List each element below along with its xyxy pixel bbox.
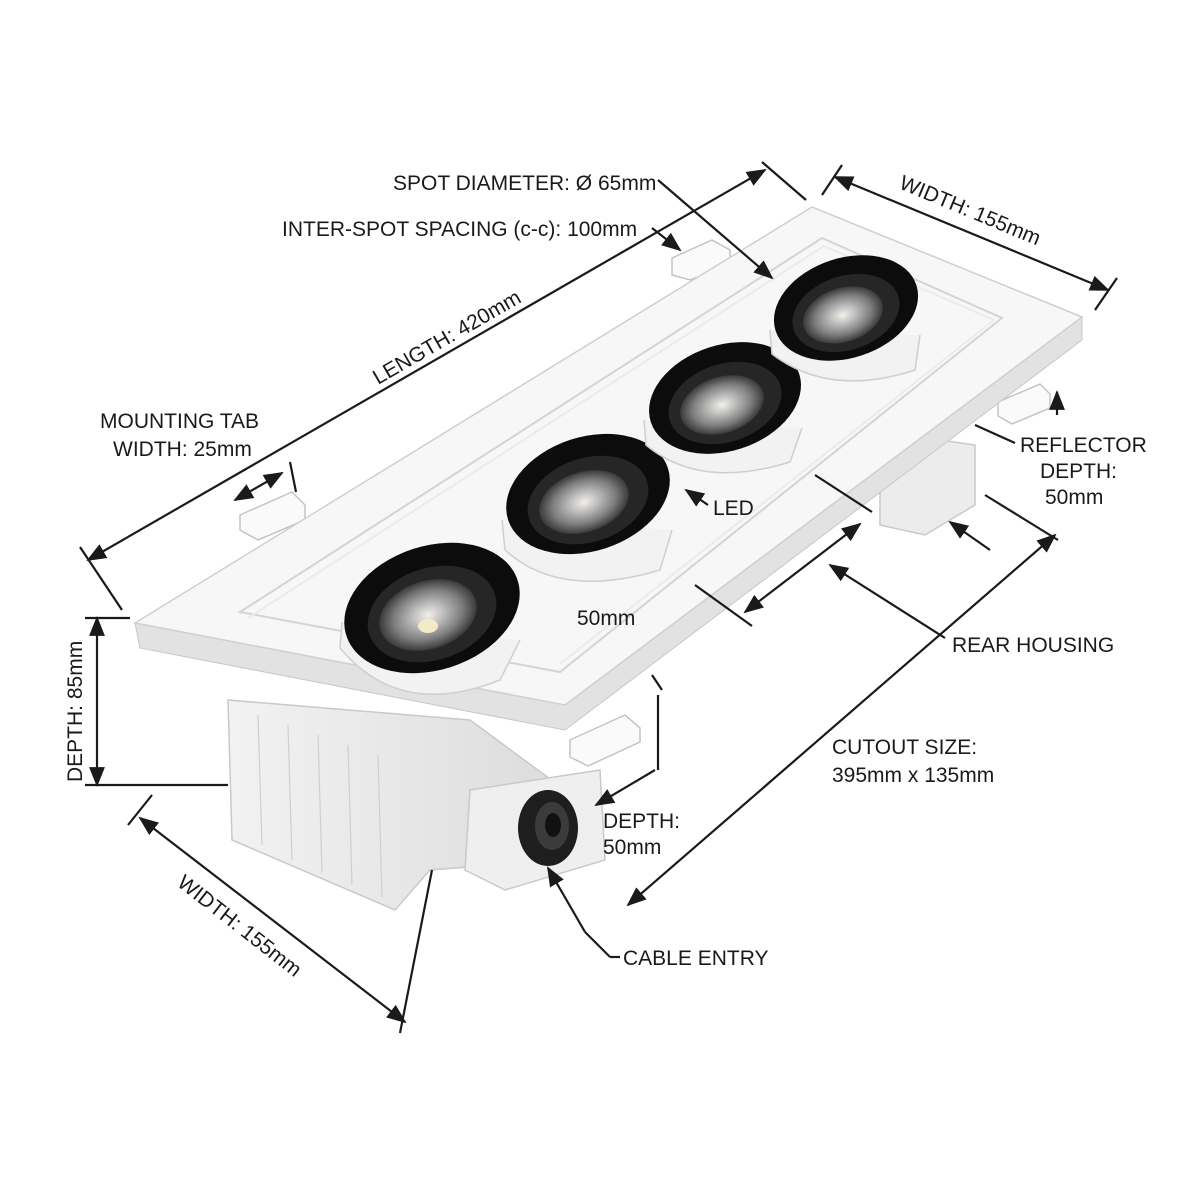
dimension-lines: [79, 161, 1118, 1034]
width-bottom-extension-right: [398, 869, 434, 1034]
rear-housing-leader: [828, 563, 946, 639]
reflector-label-line2: DEPTH:: [1040, 460, 1117, 483]
led-label: LED: [713, 497, 754, 520]
spot-1: [339, 542, 521, 696]
inter-spot-spacing-leader: [651, 227, 682, 252]
width-top-dimension: [833, 175, 1110, 292]
cable-entry-leader-a: [584, 931, 611, 958]
reflector-depth-arrow-bottom: [948, 520, 991, 551]
inter-spot-spacing-label: INTER-SPOT SPACING (c-c): 100mm: [282, 218, 637, 241]
depth-50-dimension: [594, 769, 656, 807]
width-top-extension-left: [821, 164, 843, 196]
spot-depth-label: 50mm: [577, 607, 635, 630]
cutout-label-line2: 395mm x 135mm: [832, 764, 994, 787]
rear-housing-label: REAR HOUSING: [952, 634, 1114, 657]
mounting-tab-extension: [288, 461, 298, 493]
width-bottom-label: WIDTH: 155mm: [173, 871, 306, 982]
depth-50-label-line2: 50mm: [603, 836, 661, 859]
cable-entry-leader-b: [547, 866, 586, 933]
reflector-label-line3: 50mm: [1045, 486, 1103, 509]
width-bottom-extension-left: [127, 794, 153, 826]
spot-depth-extension-2: [814, 474, 873, 513]
depth-50-tick: [651, 674, 663, 691]
spot-diameter-leader: [657, 179, 774, 280]
width-bottom-dimension: [138, 816, 407, 1024]
cable-gland: [518, 790, 578, 866]
cable-entry-label: CABLE ENTRY: [623, 947, 769, 970]
length-extension-right: [761, 161, 807, 201]
length-label: LENGTH: 420mm: [369, 286, 525, 389]
mounting-tab-label-line1: MOUNTING TAB: [100, 410, 259, 433]
reflector-leader: [974, 423, 1016, 445]
reflector-label-line1: REFLECTOR: [1020, 434, 1147, 457]
led-leader: [684, 488, 709, 507]
depth-85-label: DEPTH: 85mm: [64, 641, 87, 782]
cutout-dimension: [626, 533, 1057, 907]
mounting-tab-label-line2: WIDTH: 25mm: [113, 438, 252, 461]
length-dimension: [86, 169, 767, 561]
length-extension-left: [79, 546, 123, 611]
cutout-label-line1: CUTOUT SIZE:: [832, 736, 977, 759]
depth-50-label-line1: DEPTH:: [603, 810, 680, 833]
cutout-extension: [984, 494, 1059, 541]
width-top-extension-right: [1094, 277, 1118, 311]
mounting-tab-dimension: [233, 472, 284, 501]
spot-diameter-label: SPOT DIAMETER: Ø 65mm: [393, 172, 656, 195]
